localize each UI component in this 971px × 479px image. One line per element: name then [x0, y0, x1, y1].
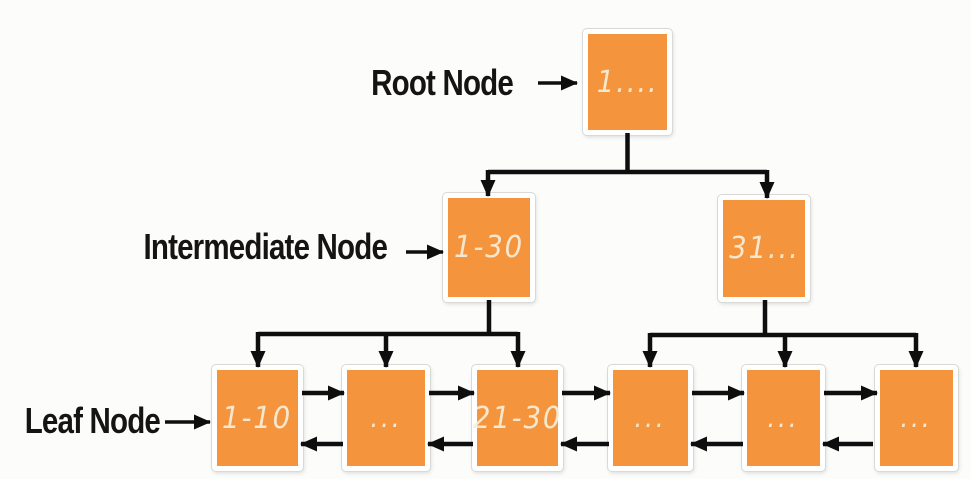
leaf-node-1: 1-10	[212, 365, 303, 471]
intermediate-node-label: Intermediate Node	[143, 226, 387, 267]
intleft-connector-spine	[258, 300, 518, 337]
leaf-node-3-value: 21-30	[472, 400, 563, 436]
root-connector-spine	[488, 133, 767, 175]
leaf-node-2: ...	[342, 365, 430, 471]
leaf-node-5-value: ...	[767, 402, 800, 434]
intermediate-node-left: 1-30	[443, 193, 535, 302]
intermediate-node-right: 31...	[718, 195, 810, 302]
root-node-value: 1....	[596, 64, 659, 100]
leaf-node-6: ...	[875, 365, 958, 471]
root-node: 1....	[583, 29, 672, 135]
leaf-node-4: ...	[608, 365, 693, 471]
root-node-label: Root Node	[371, 62, 514, 103]
leaf-node-1-value: 1-10	[222, 400, 293, 436]
leaf-node-3: 21-30	[472, 365, 563, 471]
intermediate-node-right-value: 31...	[728, 231, 800, 266]
leaf-node-2-value: ...	[370, 402, 402, 434]
leaf-node-4-value: ...	[634, 402, 667, 434]
intright-connector-spine	[650, 300, 916, 338]
leaf-node-6-value: ...	[900, 402, 933, 434]
leaf-node-5: ...	[742, 365, 825, 471]
leaf-node-label: Leaf Node	[24, 400, 161, 441]
intermediate-node-left-value: 1-30	[453, 230, 525, 265]
